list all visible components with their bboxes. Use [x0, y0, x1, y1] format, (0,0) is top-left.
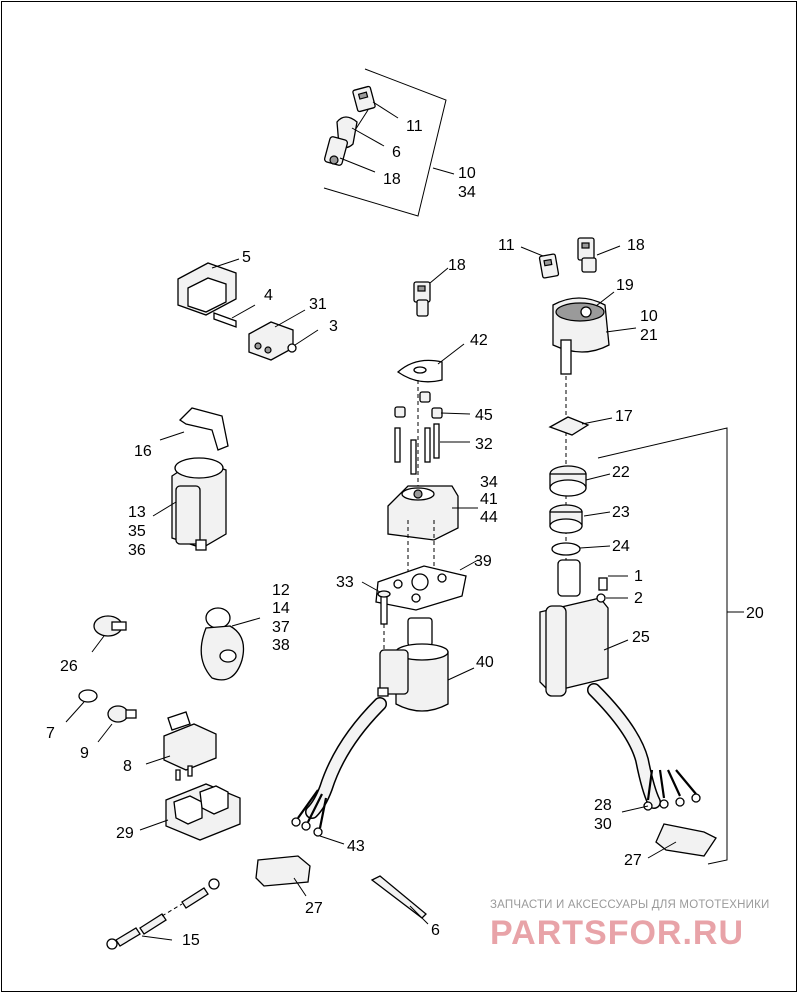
- switch-body-group: [255, 559, 479, 897]
- tag-group: [200, 607, 261, 681]
- callout-18: 18: [383, 171, 401, 188]
- cable-tie-icon: [370, 875, 429, 925]
- callout-30: 30: [594, 816, 612, 833]
- callout-17: 17: [615, 408, 633, 425]
- callout-20: 20: [746, 605, 764, 622]
- callout-18c: 18: [627, 237, 645, 254]
- callout-33: 33: [336, 574, 354, 591]
- callout-2: 2: [634, 590, 643, 607]
- callout-29: 29: [116, 825, 134, 842]
- callout-34b: 34: [480, 474, 498, 491]
- connector-icon: [255, 855, 311, 887]
- callout-42: 42: [470, 332, 488, 349]
- callout-6: 6: [392, 144, 401, 161]
- assembly-20-bracket: [597, 427, 728, 865]
- connector-icon: [248, 321, 294, 361]
- callout-44: 44: [480, 509, 498, 526]
- key-set-group: [323, 68, 455, 217]
- cap-assembly-group: [177, 258, 319, 361]
- callout-19: 19: [616, 277, 634, 294]
- callout-18b: 18: [448, 257, 466, 274]
- callout-7: 7: [46, 725, 55, 742]
- callout-43: 43: [347, 838, 365, 855]
- callout-16: 16: [134, 443, 152, 460]
- callout-21: 21: [640, 327, 658, 344]
- key-icon: [323, 116, 358, 166]
- ignition-switch-icon: [539, 559, 717, 859]
- callout-5: 5: [242, 249, 251, 266]
- callout-26: 26: [60, 658, 78, 675]
- callout-27: 27: [305, 900, 323, 917]
- callout-3: 3: [329, 318, 338, 335]
- watermark-caption: ЗАПЧАСТИ И АКСЕССУАРЫ ДЛЯ МОТОТЕХНИКИ: [490, 899, 770, 911]
- callout-27b: 27: [624, 852, 642, 869]
- key-icon: [538, 253, 560, 279]
- callout-28: 28: [594, 797, 612, 814]
- callout-36: 36: [128, 542, 146, 559]
- callout-11: 11: [406, 118, 423, 135]
- callout-13: 13: [128, 504, 146, 521]
- callout-40: 40: [476, 654, 494, 671]
- callout-38: 38: [272, 637, 290, 654]
- watermark-logo: PARTSFOR.RU: [490, 914, 744, 952]
- callout-45: 45: [475, 407, 493, 424]
- callout-11b: 11: [498, 237, 515, 254]
- callout-31: 31: [309, 296, 327, 313]
- spare-keys-group: [413, 237, 621, 317]
- callout-9: 9: [80, 745, 89, 762]
- left-module-group: [152, 407, 229, 551]
- callout-14: 14: [272, 600, 290, 617]
- callout-8: 8: [123, 758, 132, 775]
- callout-10: 10: [458, 165, 476, 182]
- callout-35: 35: [128, 523, 146, 540]
- ground-strap-icon: [106, 878, 220, 950]
- connector-icon: [655, 823, 717, 857]
- callout-6b: 6: [431, 922, 440, 939]
- watermark-logo-text: PARTSFOR.RU: [490, 914, 744, 952]
- callout-22: 22: [612, 464, 630, 481]
- relay-icon: [163, 711, 217, 781]
- key-icon: [349, 85, 376, 139]
- callout-34: 34: [458, 184, 476, 201]
- callout-4: 4: [264, 287, 273, 304]
- callout-25: 25: [632, 629, 650, 646]
- callout-23: 23: [612, 504, 630, 521]
- callout-32: 32: [475, 436, 493, 453]
- callout-41: 41: [480, 491, 498, 508]
- key-set-bracket: [323, 68, 447, 217]
- callout-10b: 10: [640, 308, 658, 325]
- callout-39: 39: [474, 553, 492, 570]
- key-icon: [413, 281, 431, 317]
- callout-15: 15: [182, 932, 200, 949]
- callout-24: 24: [612, 538, 630, 555]
- lock-cylinder-group: [548, 291, 637, 580]
- callout-12: 12: [272, 582, 290, 599]
- small-parts-group: [65, 615, 241, 841]
- callout-37: 37: [272, 619, 290, 636]
- center-cover-group: [387, 343, 478, 590]
- callout-1: 1: [634, 568, 643, 585]
- callout-labels: 11 6 18 10 34 5 4 31 3 18 11 18 19 10 21…: [46, 118, 764, 949]
- key-icon: [577, 237, 597, 273]
